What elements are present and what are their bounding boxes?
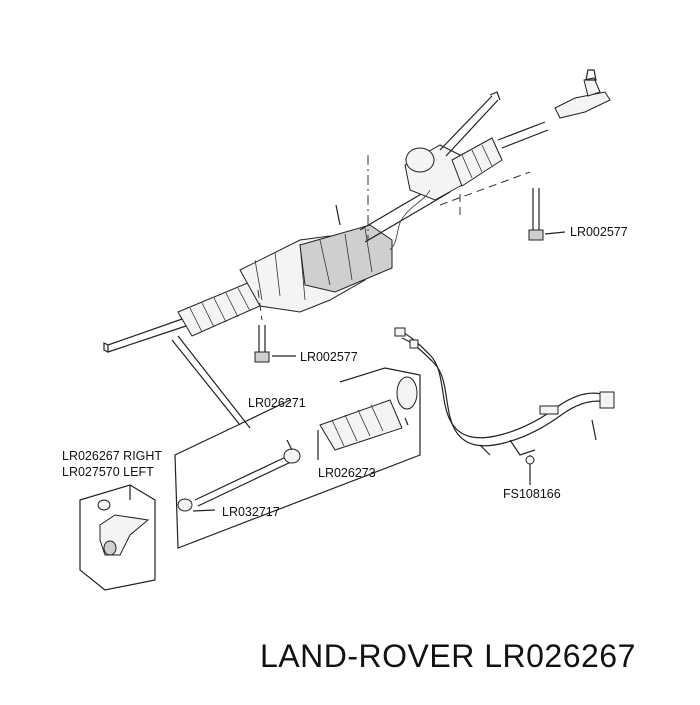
callout-harness-fastener: FS108166 [503,487,561,501]
callout-boot-kit: LR026273 [318,466,376,480]
inner-tie-rod [194,439,301,507]
bolt-lower [254,325,296,363]
callout-bolt-upper: LR002577 [570,225,628,239]
bolt-upper [528,188,566,241]
tie-rod-end-upper [554,69,611,119]
clip-part [177,498,216,512]
wiring-harness [394,327,615,485]
callout-tie-rod-end-left: LR027570 LEFT [62,465,154,479]
kit-frame [174,367,421,549]
boot-kit [317,376,418,460]
tie-rod-end-left-box [79,484,156,591]
callout-bolt-lower: LR002577 [300,350,358,364]
steering-rack-assembly [103,91,549,353]
callout-tie-rod-end-right: LR026267 RIGHT [62,449,163,463]
callout-clip: LR032717 [222,505,280,519]
callout-inner-tie-rod-kit: LR026271 [248,396,306,410]
dashed-leader-upper [439,171,531,206]
right-rack-boot [451,137,503,187]
brand-name: LAND-ROVER [260,638,475,674]
footer-title: LAND-ROVER LR026267 [260,638,636,675]
part-number: LR026267 [484,638,636,674]
assist-motor [299,224,393,293]
